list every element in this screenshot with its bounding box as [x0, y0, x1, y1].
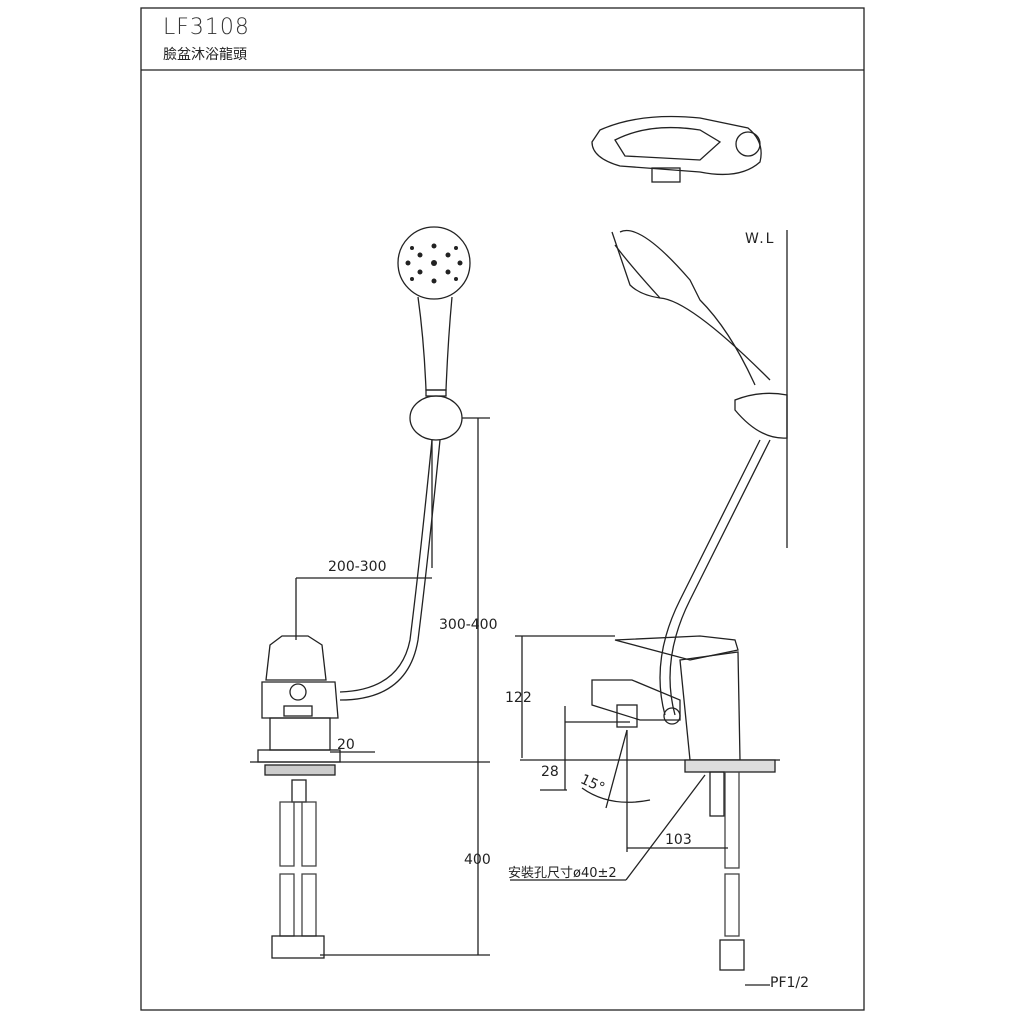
dim-gap: 20	[337, 737, 355, 753]
pipe-fitting	[291, 779, 307, 803]
dim-spout-reach: 103	[665, 832, 692, 848]
dim-hole-size: 安裝孔尺寸ø40±2	[508, 866, 617, 881]
faucet-lever-side	[614, 635, 739, 661]
model-number: LF3108	[163, 15, 250, 40]
hose-side	[659, 439, 761, 716]
pipe-nut-front	[271, 935, 325, 959]
dim-spout-height: 28	[541, 764, 559, 780]
side-view	[510, 230, 788, 986]
shower-head-front	[397, 226, 471, 300]
wall-holder	[734, 392, 788, 439]
dim-holder-height: 300-400	[439, 617, 498, 633]
shower-holder	[409, 395, 463, 441]
pipe-nut-side	[719, 939, 745, 971]
front-view	[250, 226, 490, 959]
spout	[591, 679, 681, 721]
shower-handle-front	[417, 296, 453, 391]
shower-nozzles	[405, 243, 463, 284]
faucet-body-front	[261, 681, 339, 719]
dim-thread: PF1/2	[770, 975, 810, 991]
product-name: 臉盆沐浴龍頭	[163, 47, 247, 63]
hose-front	[339, 439, 433, 693]
supply-pipes-front	[279, 801, 317, 937]
supply-pipes-side	[724, 771, 740, 937]
shower-head-side	[619, 230, 756, 386]
faucet-handle-front	[265, 635, 327, 681]
handle-collar	[425, 389, 447, 397]
top-view	[591, 115, 762, 183]
faucet-body-side	[679, 651, 741, 761]
drawing-frame	[140, 7, 865, 1011]
diverter-knob	[289, 683, 307, 701]
wall-line-label: W.L	[745, 231, 776, 247]
dim-hose-offset: 200-300	[328, 559, 387, 575]
dim-faucet-height: 122	[505, 690, 532, 706]
dim-pipe-length: 400	[464, 852, 491, 868]
